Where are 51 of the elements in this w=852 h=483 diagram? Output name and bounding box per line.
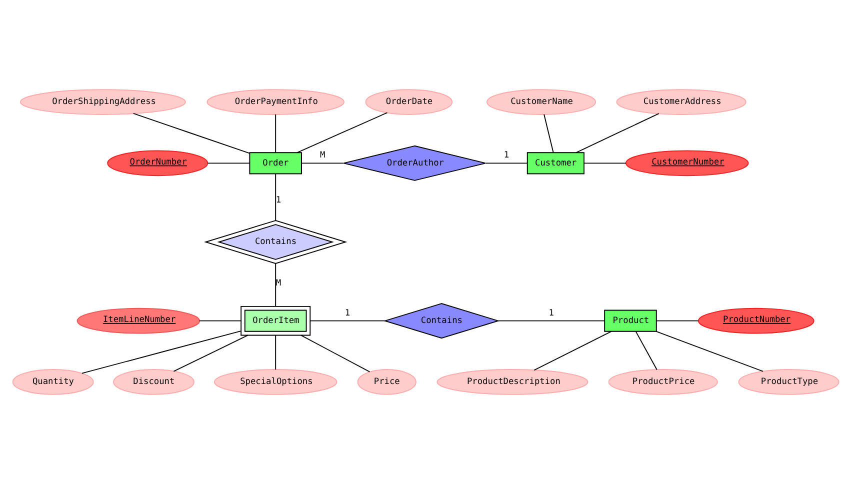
connector <box>199 320 242 321</box>
connector <box>486 162 528 164</box>
connector <box>275 172 276 221</box>
connector <box>275 113 276 152</box>
connector <box>544 113 554 152</box>
node-box: Customer <box>526 152 584 174</box>
connector <box>498 320 606 321</box>
node-box: Order <box>249 152 302 174</box>
connector <box>635 330 658 370</box>
edge-label: M <box>320 150 326 160</box>
node-ellipse: Quantity <box>12 368 94 394</box>
node-diamond: Contains <box>204 220 348 264</box>
edge-label: 1 <box>504 150 510 160</box>
connector <box>173 334 248 372</box>
node-ellipse: ProductPrice <box>608 368 718 394</box>
connector <box>310 320 386 321</box>
node-box: OrderItem <box>240 305 311 336</box>
node-ellipse: ItemLineNumber <box>76 307 200 334</box>
node-diamond: Contains <box>383 302 500 338</box>
connector <box>534 330 612 370</box>
node-ellipse: Price <box>357 368 416 394</box>
connector <box>296 112 388 153</box>
connector <box>301 162 344 164</box>
node-ellipse: CustomerName <box>486 88 596 114</box>
connector <box>584 162 626 164</box>
node-ellipse: Discount <box>113 368 194 394</box>
edge-label: M <box>276 278 282 288</box>
node-ellipse: OrderPaymentInfo <box>206 88 344 114</box>
node-ellipse: OrderNumber <box>107 150 208 176</box>
node-ellipse: ProductNumber <box>698 307 814 334</box>
node-ellipse: SpecialOptions <box>214 368 338 394</box>
connector <box>656 320 699 321</box>
connector <box>132 112 250 154</box>
connector <box>81 330 242 374</box>
edge-label: 1 <box>344 308 350 318</box>
connector <box>275 334 276 370</box>
connector <box>576 112 660 152</box>
edge-label: 1 <box>548 308 554 318</box>
connector <box>300 334 370 372</box>
connector <box>656 330 764 372</box>
edge-label: 1 <box>276 195 282 206</box>
node-ellipse: ProductType <box>738 368 840 394</box>
node-diamond: OrderAuthor <box>343 144 486 180</box>
node-ellipse: ProductDescription <box>436 368 588 394</box>
node-ellipse: CustomerAddress <box>616 88 746 114</box>
node-ellipse: OrderDate <box>365 88 453 114</box>
node-box: Product <box>604 309 657 332</box>
connector <box>275 262 276 306</box>
node-ellipse: OrderShippingAddress <box>20 88 186 114</box>
connector <box>207 162 250 164</box>
node-ellipse: CustomerNumber <box>625 150 749 176</box>
